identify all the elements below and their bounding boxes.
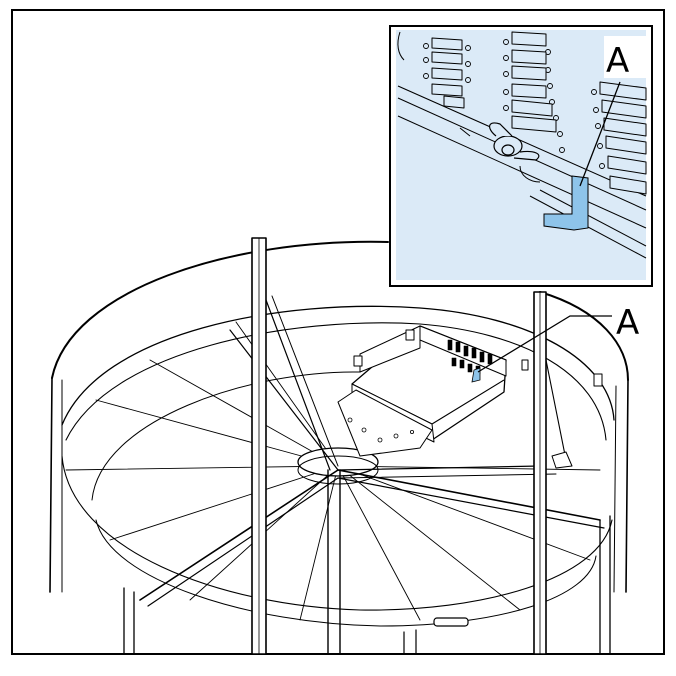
callout-label-main: A: [616, 303, 639, 343]
callout-label-inset: A: [606, 41, 629, 81]
angle-bracket-detail: [543, 175, 589, 231]
revolving-door-drawing: [49, 237, 629, 655]
detail-inset: A: [389, 25, 653, 287]
callout-leader-inset: [579, 81, 621, 187]
control-unit-box: [337, 325, 529, 457]
callout-leader-main: [477, 315, 612, 373]
